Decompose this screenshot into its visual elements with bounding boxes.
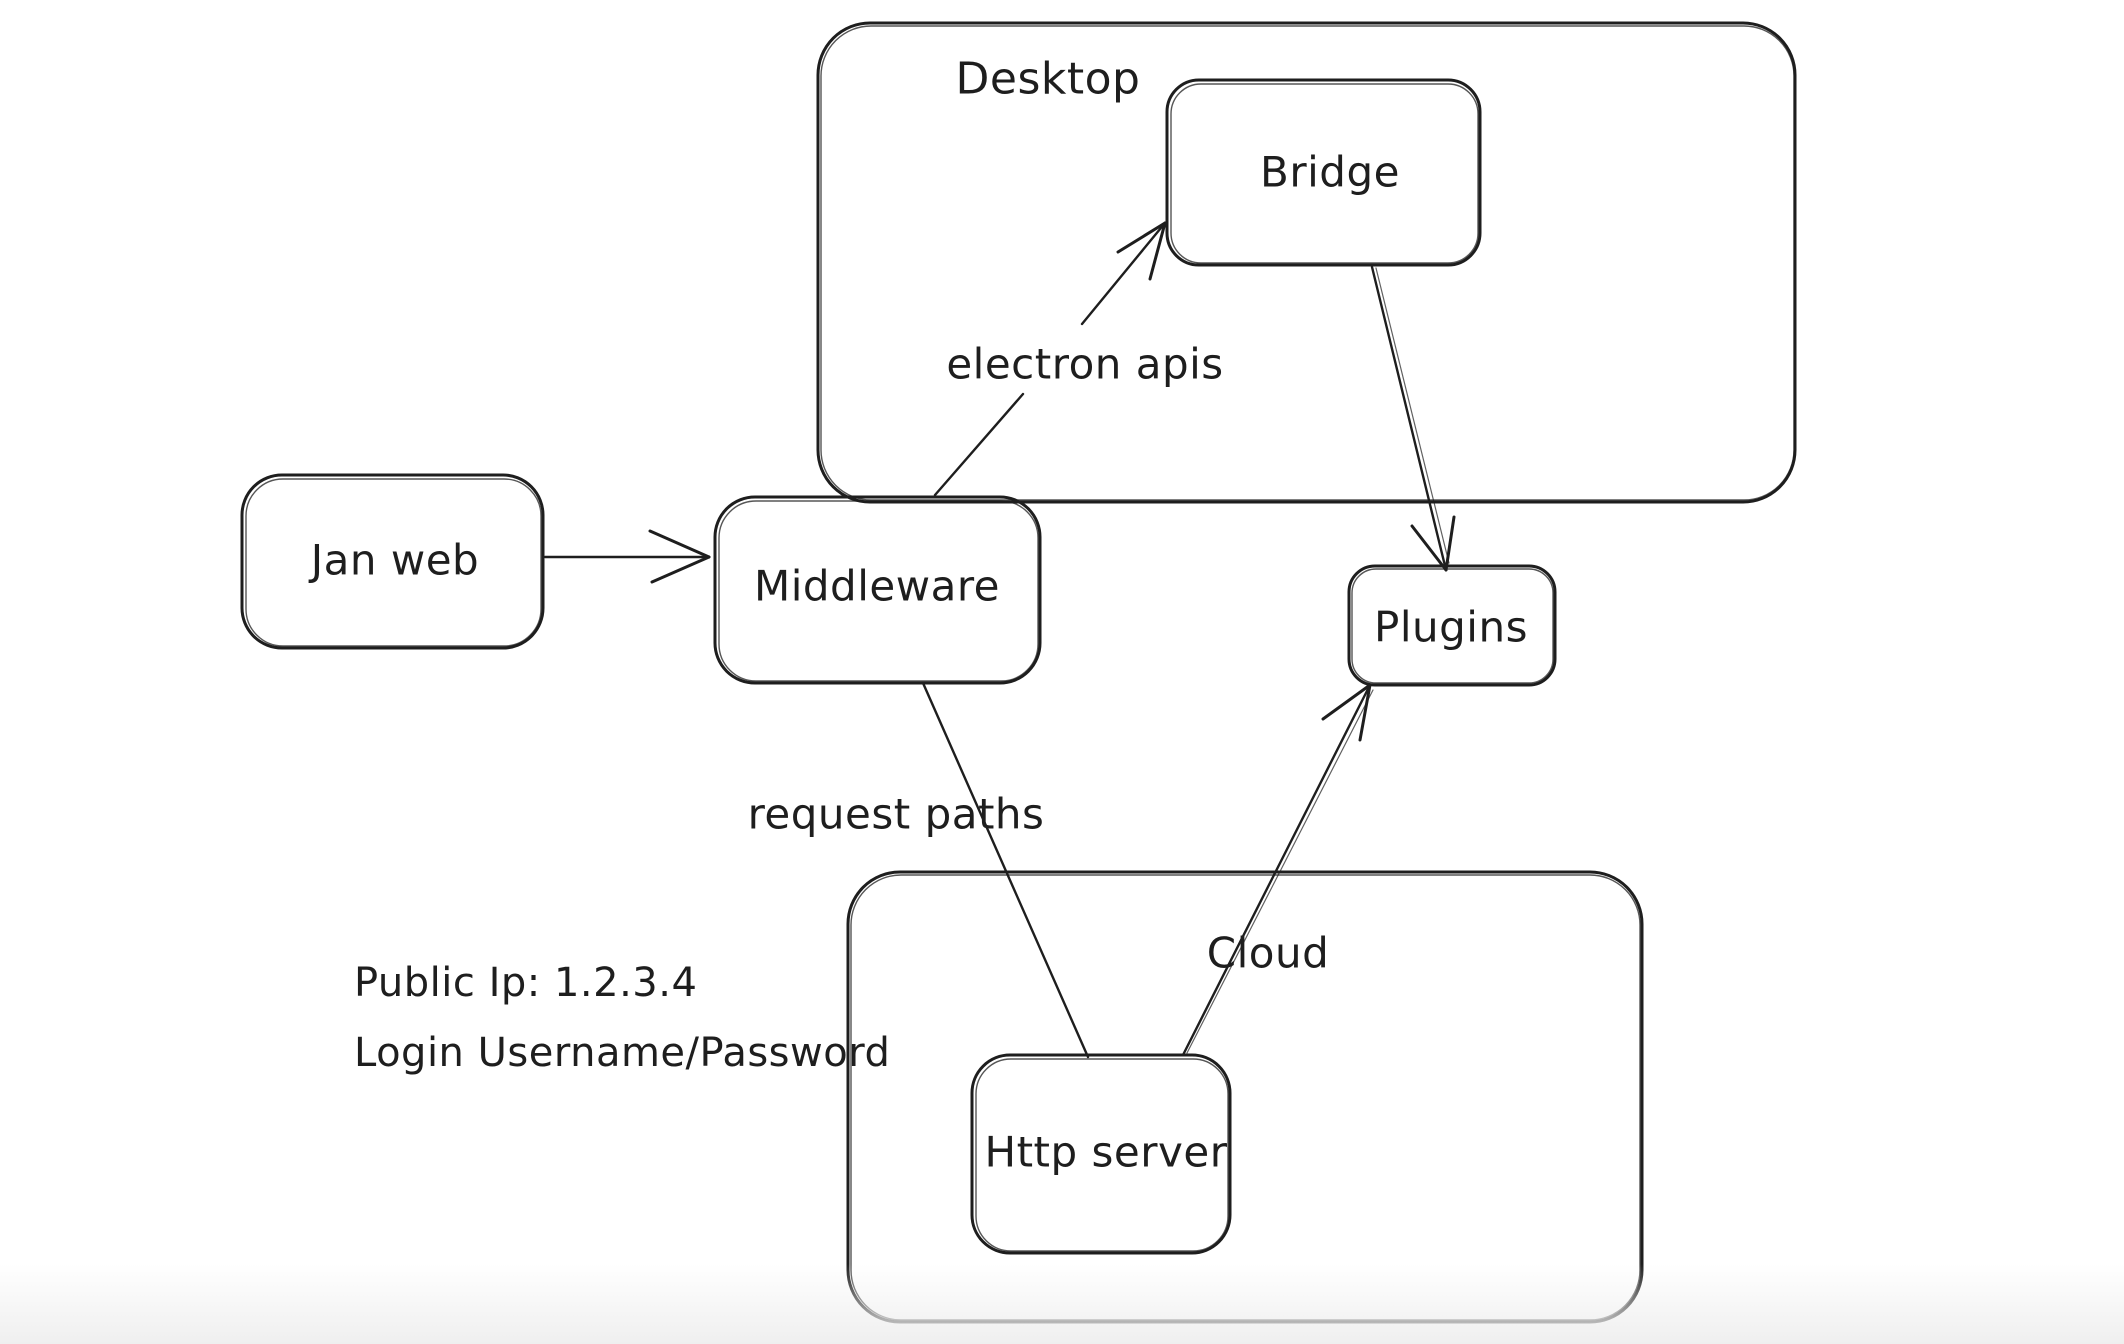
arrowhead-barb (1410, 524, 1448, 572)
arrow-shaft-upper (1080, 221, 1167, 326)
desktop-container-sketch-stroke (820, 25, 1795, 501)
bridge-node[interactable] (1165, 78, 1482, 267)
arrow-janweb-to-middleware[interactable] (543, 529, 711, 584)
plugins-node-label[interactable]: Plugins (1374, 602, 1528, 652)
cloud-container-label[interactable]: Cloud (1206, 928, 1330, 978)
plugins-node[interactable] (1347, 564, 1557, 687)
jan-web-node-label[interactable]: Jan web (310, 535, 480, 585)
http-server-node-sketch-stroke (975, 1058, 1229, 1252)
arrowhead-barb (1444, 515, 1456, 572)
line-shaft (921, 681, 1090, 1059)
arrow-httpserver-to-plugins[interactable] (1181, 683, 1374, 1057)
arrowhead-barb (1116, 221, 1167, 254)
bridge-node-label[interactable]: Bridge (1260, 147, 1400, 197)
arrow-shaft (1370, 265, 1448, 572)
arrowhead-barb (1358, 683, 1372, 742)
bridge-node-sketch-stroke (1170, 83, 1479, 264)
arrowhead-barb (650, 555, 711, 584)
middleware-node[interactable] (713, 495, 1042, 685)
arrowhead-barb (648, 529, 711, 559)
http-server-node-label[interactable]: Http server (984, 1127, 1228, 1177)
middleware-node-label[interactable]: Middleware (753, 561, 1001, 611)
jan-web-node[interactable] (240, 473, 545, 650)
arrow-middleware-to-bridge[interactable] (933, 221, 1167, 497)
electron-apis-edge-label[interactable]: electron apis (946, 339, 1224, 389)
login-text: Login Username/Password (354, 1030, 891, 1076)
request-paths-edge-label[interactable]: request paths (747, 789, 1045, 839)
plugins-node-sketch-stroke (1351, 568, 1554, 684)
http-server-node[interactable] (970, 1053, 1232, 1255)
desktop-container[interactable] (816, 21, 1797, 504)
desktop-container-label[interactable]: Desktop (955, 53, 1141, 105)
arrow-sketch-stroke (1186, 689, 1374, 1054)
arrow-shaft (1181, 683, 1372, 1057)
arrowhead-barb (1148, 221, 1167, 281)
arrow-shaft-lower (933, 392, 1025, 497)
credentials-annotation[interactable]: Public Ip: 1.2.3.4 Login Username/Passwo… (354, 948, 890, 1088)
line-middleware-to-httpserver[interactable] (921, 681, 1090, 1059)
arrowhead-barb (1321, 683, 1372, 721)
jan-web-node-sketch-stroke (245, 478, 542, 647)
arrow-bridge-to-plugins[interactable] (1370, 265, 1456, 572)
public-ip-text: Public Ip: 1.2.3.4 (354, 960, 698, 1006)
middleware-node-sketch-stroke (718, 500, 1039, 682)
arrow-sketch-stroke (1375, 267, 1450, 564)
